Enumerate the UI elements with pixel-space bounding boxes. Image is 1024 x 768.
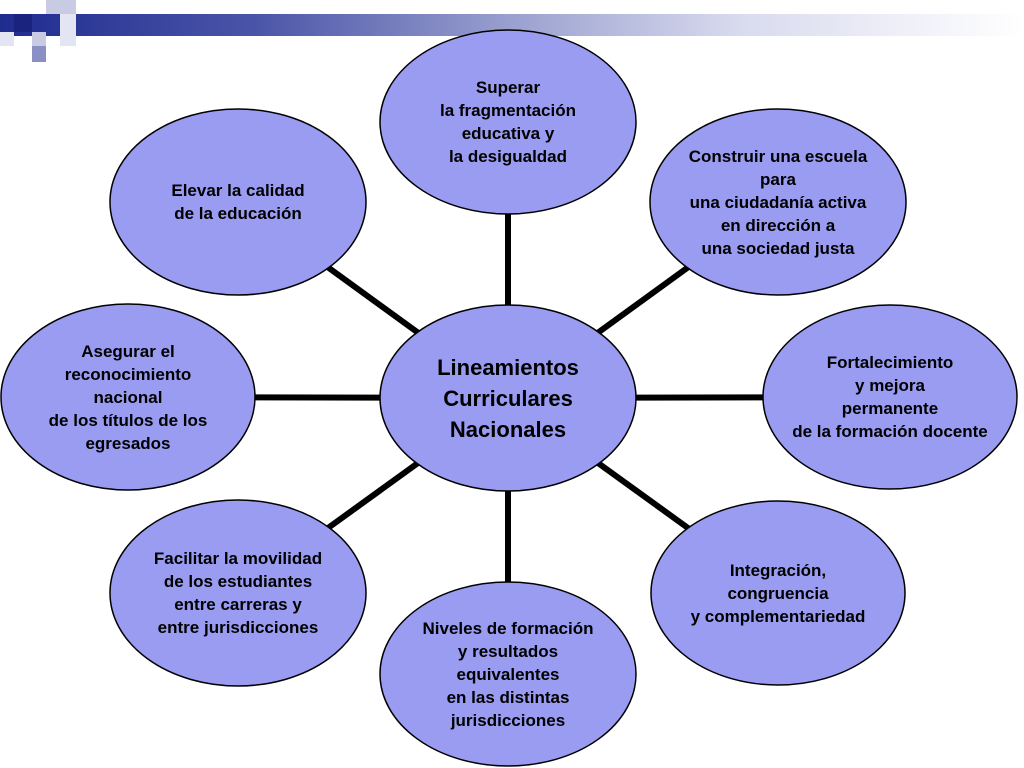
node-label-top: Superar la fragmentación educativa y la … (380, 30, 636, 214)
node-label-top-left-text: Elevar la calidad de la educación (171, 181, 305, 223)
node-ellipse-bottom-left (109, 499, 367, 687)
node-ellipse-bottom-right (650, 500, 906, 686)
node-label-left: Asegurar el reconocimiento nacional de l… (1, 304, 255, 490)
node-label-right-text: Fortalecimiento y mejora permanente de l… (792, 353, 988, 441)
node-label-bottom-left: Facilitar la movilidad de los estudiante… (110, 500, 366, 686)
node-label-top-right: Construir una escuela para una ciudadaní… (650, 109, 906, 295)
header-band (0, 14, 1024, 36)
node-label-top-text: Superar la fragmentación educativa y la … (439, 78, 577, 166)
center-ellipse (379, 304, 637, 492)
node-ellipse-top-left (109, 108, 367, 296)
node-label-bottom-right-text: Integración, congruencia y complementari… (690, 560, 866, 626)
node-label-bottom-text: Niveles de formación y resultados equiva… (422, 618, 594, 730)
decor-square (0, 32, 14, 46)
center-label: Lineamientos Curriculares Nacionales (380, 305, 636, 491)
decor-square (32, 46, 46, 62)
node-ellipse-left (0, 303, 256, 491)
node-ellipse-right (762, 304, 1018, 490)
node-label-left-text: Asegurar el reconocimiento nacional de l… (48, 341, 208, 453)
decor-square (32, 32, 46, 46)
decor-square (14, 14, 32, 32)
center-label-text: Lineamientos Curriculares Nacionales (437, 354, 579, 442)
node-label-right: Fortalecimiento y mejora permanente de l… (763, 305, 1017, 489)
node-label-top-right-text: Construir una escuela para una ciudadaní… (688, 146, 868, 258)
node-label-bottom-left-text: Facilitar la movilidad de los estudiante… (153, 549, 323, 637)
node-ellipse-top-right (649, 108, 907, 296)
node-label-bottom-right: Integración, congruencia y complementari… (651, 501, 905, 685)
node-label-bottom: Niveles de formación y resultados equiva… (380, 582, 636, 766)
node-ellipse-bottom (379, 581, 637, 767)
decor-square (60, 14, 76, 46)
node-ellipse-top (379, 29, 637, 215)
node-label-top-left: Elevar la calidad de la educación (110, 109, 366, 295)
decor-square (46, 0, 76, 14)
